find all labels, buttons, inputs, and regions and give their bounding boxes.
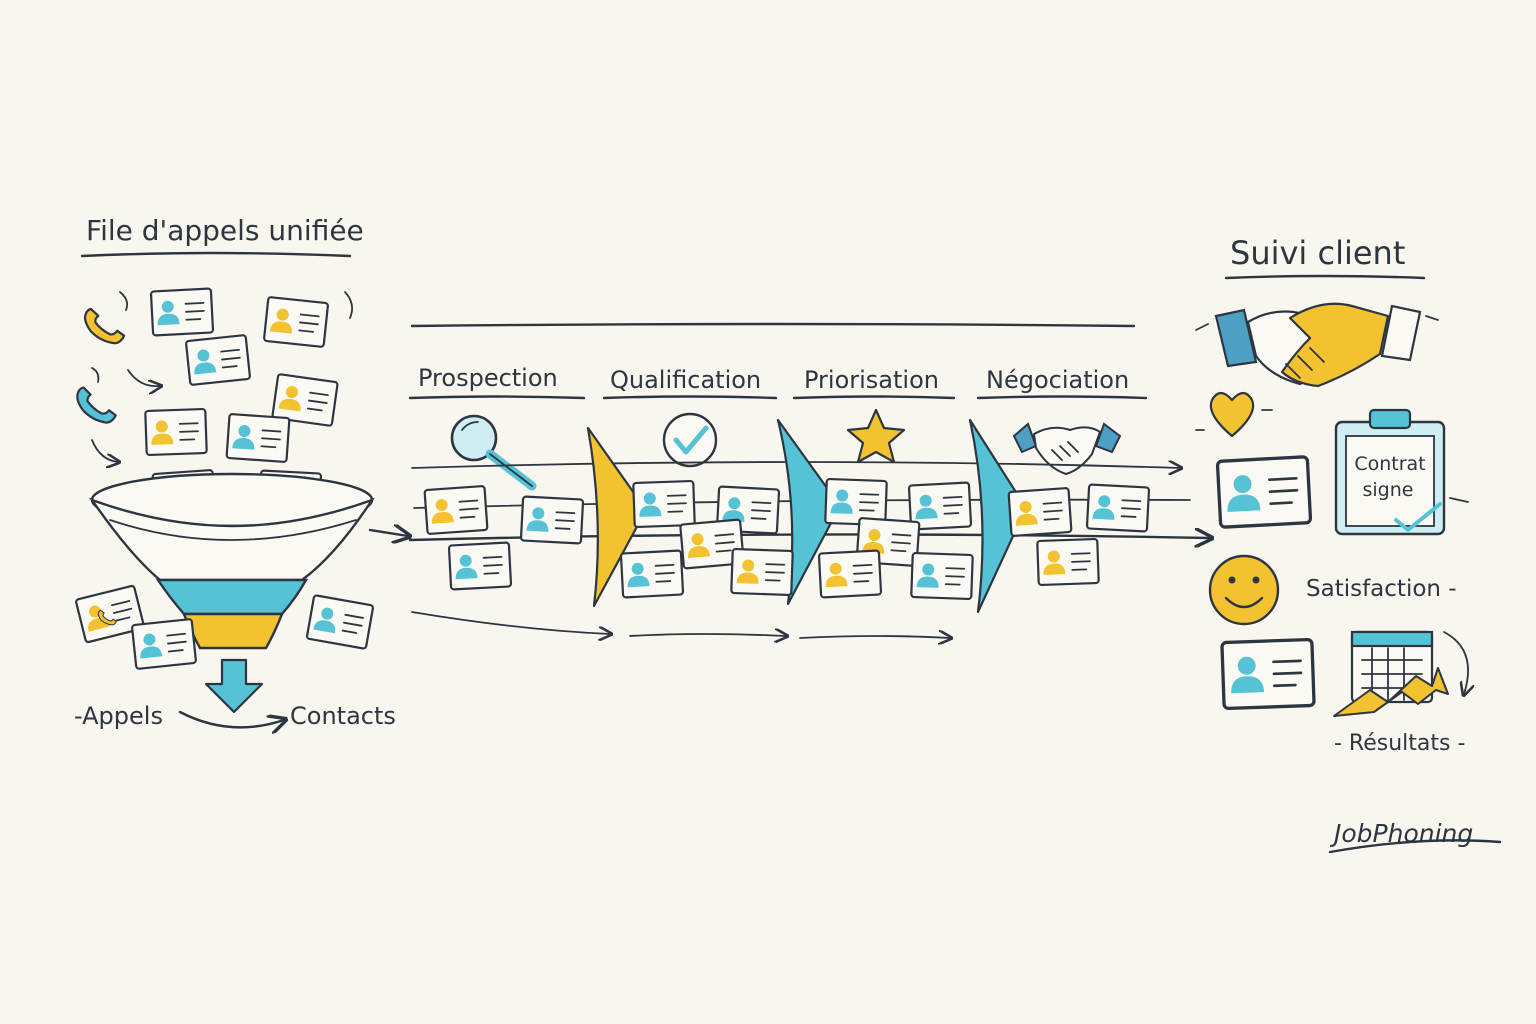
contact-card — [1215, 455, 1313, 529]
contact-card — [130, 617, 198, 671]
queue-title: File d'appels unifiée — [86, 214, 364, 247]
smiley-icon — [1208, 554, 1280, 626]
phone-icon — [74, 382, 118, 428]
magnifier-icon — [450, 414, 537, 491]
contact-card — [910, 551, 974, 601]
handshake-icon — [1195, 302, 1439, 388]
contact-card — [184, 333, 252, 387]
funnel-icon — [88, 472, 375, 714]
contact-card — [1007, 486, 1073, 538]
contact-card — [423, 484, 489, 536]
star-icon — [846, 408, 906, 464]
pipeline-section: Prospection Qualification Priorisation — [408, 322, 1210, 638]
stage-label-priorisation: Priorisation — [804, 366, 939, 394]
contract-line-1: Contrat — [1354, 453, 1425, 475]
phone-icon — [82, 303, 127, 349]
contact-card — [305, 594, 375, 650]
contract-line-2: signe — [1363, 479, 1414, 501]
followup-title: Suivi client — [1230, 234, 1405, 272]
stage-label-qualification: Qualification — [610, 366, 761, 394]
contact-card — [632, 479, 696, 529]
stage-label-prospection: Prospection — [418, 364, 558, 392]
handshake-icon — [1012, 422, 1122, 475]
stage-chevron-blue — [968, 418, 1028, 614]
contact-card — [1036, 537, 1100, 587]
contact-card — [447, 541, 513, 591]
contact-card — [619, 549, 685, 599]
contact-card — [262, 295, 330, 349]
contact-card — [149, 287, 215, 337]
stage-negociation: Négociation — [976, 366, 1148, 475]
contact-card — [817, 549, 883, 599]
followup-section: Suivi client Contrat signe — [1195, 234, 1468, 756]
call-queue-section: File d'appels unifiée — [74, 214, 408, 730]
stage-chevron-yellow — [586, 426, 648, 608]
stage-prospection: Prospection — [408, 364, 586, 491]
contact-card — [225, 412, 291, 464]
results-label: - Résultats - — [1334, 731, 1465, 756]
contact-card — [519, 495, 585, 545]
appels-label: -Appels — [74, 702, 163, 730]
contact-card — [730, 547, 794, 597]
contacts-label: Contacts — [290, 702, 396, 730]
checkmark-icon — [662, 412, 718, 468]
stage-label-negociation: Négociation — [986, 366, 1129, 394]
stage-priorisation: Priorisation — [792, 366, 956, 464]
contact-card — [1220, 637, 1316, 711]
stage-qualification: Qualification — [602, 366, 778, 468]
contact-card — [1085, 483, 1151, 533]
contact-card — [144, 407, 208, 457]
heart-icon — [1209, 391, 1255, 438]
satisfaction-label: Satisfaction - — [1306, 576, 1457, 602]
contract-clipboard-icon: Contrat signe — [1334, 408, 1446, 536]
calendar-chart-icon — [1333, 630, 1468, 717]
